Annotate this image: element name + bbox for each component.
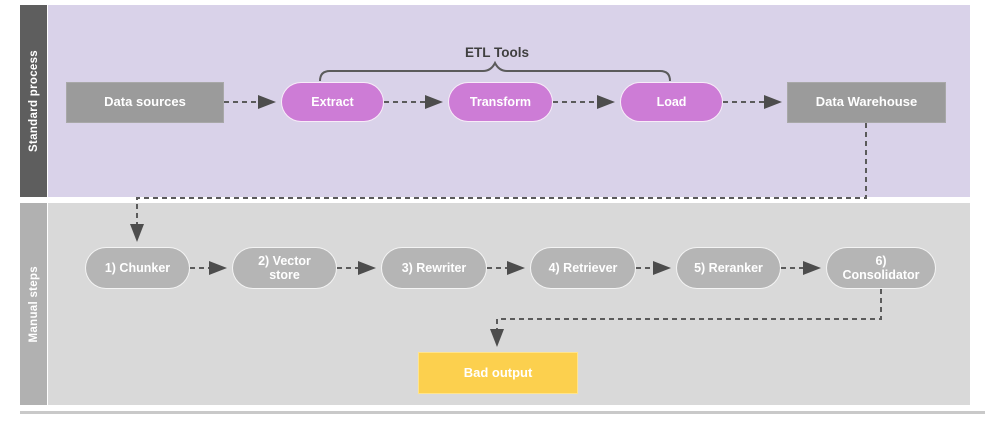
node-extract: Extract: [281, 82, 384, 122]
node-bad-output: Bad output: [418, 352, 578, 394]
node-transform: Transform: [448, 82, 553, 122]
node-chunker: 1) Chunker: [85, 247, 190, 289]
lane-manual-steps-header: Manual steps: [20, 203, 47, 405]
node-reranker: 5) Reranker: [676, 247, 781, 289]
lane-standard-process-header: Standard process: [20, 5, 47, 197]
node-data-warehouse: Data Warehouse: [787, 82, 946, 123]
lane-standard-process-label: Standard process: [27, 50, 40, 152]
node-retriever: 4) Retriever: [530, 247, 636, 289]
node-rewriter: 3) Rewriter: [381, 247, 487, 289]
bottom-lane-divider: [20, 411, 985, 414]
node-vector-store: 2) Vector store: [232, 247, 337, 289]
node-load: Load: [620, 82, 723, 122]
lane-manual-steps-label: Manual steps: [27, 265, 40, 343]
node-consolidator: 6) Consolidator: [826, 247, 936, 289]
node-data-sources: Data sources: [66, 82, 224, 123]
etl-tools-group-label: ETL Tools: [465, 45, 529, 60]
